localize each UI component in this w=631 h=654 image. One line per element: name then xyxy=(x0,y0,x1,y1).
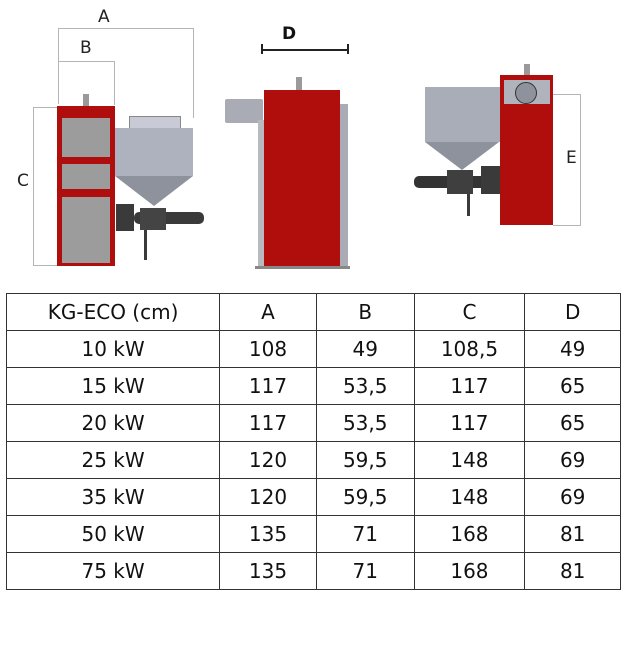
hopper-funnel xyxy=(115,176,193,206)
table-header-row: KG-ECO (cm) A B C D xyxy=(5,293,621,331)
cell-model: 35 kW xyxy=(5,478,221,516)
dimension-tick xyxy=(347,44,349,54)
dimension-label-a: A xyxy=(98,7,110,27)
hopper-funnel xyxy=(425,142,499,170)
header-c: C xyxy=(413,293,526,331)
cell-model: 10 kW xyxy=(5,330,221,368)
dimension-label-c: C xyxy=(17,171,29,191)
dimension-tick xyxy=(193,28,194,118)
cell-b: 59,5 xyxy=(315,441,415,479)
dimension-line-b xyxy=(58,61,115,62)
auger-feeder xyxy=(447,170,473,194)
boiler-body-side xyxy=(264,90,340,266)
auger-feeder xyxy=(140,208,166,230)
cell-b: 53,5 xyxy=(315,367,415,405)
cell-model: 75 kW xyxy=(5,552,221,590)
burner-housing xyxy=(481,166,500,194)
cell-d: 81 xyxy=(524,515,621,553)
table-row: 35 kW 120 59,5 148 69 xyxy=(5,478,621,516)
cell-b: 59,5 xyxy=(315,478,415,516)
dimension-label-d: D xyxy=(282,24,297,44)
dimension-tick xyxy=(33,107,58,108)
cell-a: 120 xyxy=(219,441,317,479)
table-row: 25 kW 120 59,5 148 69 xyxy=(5,441,621,479)
cell-a: 108 xyxy=(219,330,317,368)
cell-b: 71 xyxy=(315,552,415,590)
dimension-line-d xyxy=(261,49,348,51)
boiler-door-middle xyxy=(62,164,110,189)
flue-pipe xyxy=(524,64,530,75)
front-panel-edge xyxy=(340,104,348,266)
cell-c: 117 xyxy=(413,367,526,405)
header-model: KG-ECO (cm) xyxy=(5,293,221,331)
cell-c: 108,5 xyxy=(413,330,526,368)
boiler-door-upper xyxy=(62,118,110,157)
auger-leg xyxy=(467,194,470,216)
dimension-tick xyxy=(553,94,581,95)
dimension-tick xyxy=(58,28,59,104)
dimension-line-c xyxy=(33,107,34,265)
dimension-tick xyxy=(33,265,58,266)
cell-c: 148 xyxy=(413,441,526,479)
boiler-door-lower xyxy=(62,197,110,263)
auger-leg xyxy=(144,230,147,260)
rear-panel xyxy=(258,120,266,268)
cell-model: 20 kW xyxy=(5,404,221,442)
cell-b: 71 xyxy=(315,515,415,553)
table-row: 75 kW 135 71 168 81 xyxy=(5,552,621,590)
dimensions-table: KG-ECO (cm) A B C D 10 kW 108 49 108,5 4… xyxy=(5,293,621,590)
header-b: B xyxy=(315,293,415,331)
cell-c: 148 xyxy=(413,478,526,516)
cell-a: 117 xyxy=(219,404,317,442)
burner-housing xyxy=(116,204,134,231)
cell-model: 15 kW xyxy=(5,367,221,405)
cell-c: 168 xyxy=(413,552,526,590)
cell-a: 120 xyxy=(219,478,317,516)
hopper-body xyxy=(115,128,193,176)
flue-outlet xyxy=(225,99,263,123)
cell-a: 135 xyxy=(219,552,317,590)
dimension-tick xyxy=(114,61,115,105)
hopper-body xyxy=(425,87,500,142)
table-row: 50 kW 135 71 168 81 xyxy=(5,515,621,553)
cell-d: 65 xyxy=(524,367,621,405)
table-row: 15 kW 117 53,5 117 65 xyxy=(5,367,621,405)
flue-pipe xyxy=(296,77,302,90)
flue-pipe xyxy=(83,94,89,106)
dimension-line-e xyxy=(580,94,581,225)
cell-c: 168 xyxy=(413,515,526,553)
cell-b: 53,5 xyxy=(315,404,415,442)
table-row: 10 kW 108 49 108,5 49 xyxy=(5,330,621,368)
dimension-line-a xyxy=(58,28,194,29)
header-a: A xyxy=(219,293,317,331)
cell-a: 135 xyxy=(219,515,317,553)
cell-d: 69 xyxy=(524,441,621,479)
cell-a: 117 xyxy=(219,367,317,405)
cell-d: 49 xyxy=(524,330,621,368)
dimension-label-e: E xyxy=(566,148,577,168)
cell-d: 81 xyxy=(524,552,621,590)
dimension-tick xyxy=(553,225,581,226)
cell-model: 50 kW xyxy=(5,515,221,553)
dimension-label-b: B xyxy=(80,38,92,58)
cell-b: 49 xyxy=(315,330,415,368)
fan-icon xyxy=(515,82,537,104)
cell-d: 69 xyxy=(524,478,621,516)
base-frame xyxy=(255,266,350,269)
table-row: 20 kW 117 53,5 117 65 xyxy=(5,404,621,442)
dimension-tick xyxy=(261,44,263,54)
cell-d: 65 xyxy=(524,404,621,442)
cell-model: 25 kW xyxy=(5,441,221,479)
cell-c: 117 xyxy=(413,404,526,442)
header-d: D xyxy=(524,293,621,331)
